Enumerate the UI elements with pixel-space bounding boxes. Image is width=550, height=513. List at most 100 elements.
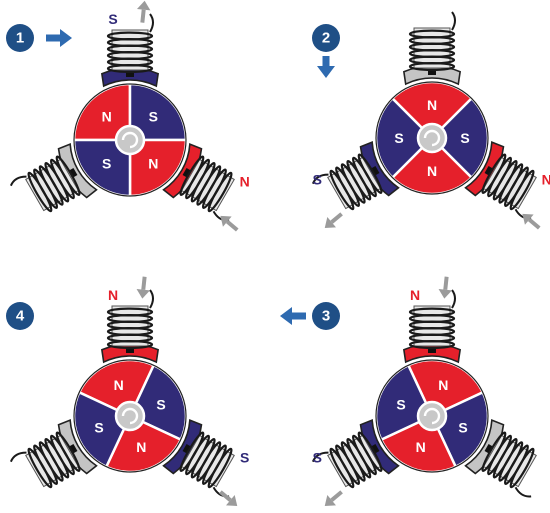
rotor-pole-label: S	[458, 419, 467, 435]
flux-arrow-out	[219, 490, 238, 506]
coil-lead	[451, 11, 456, 31]
step-number-badge: 3	[312, 302, 340, 330]
stator-left	[9, 143, 98, 213]
coil-winding	[55, 155, 81, 196]
stator-right	[464, 419, 537, 498]
coil-winding	[179, 155, 205, 196]
rotor-hub	[416, 400, 448, 432]
rotation-icon	[423, 407, 441, 425]
rotation-icon	[121, 407, 139, 425]
rotation-icon	[121, 131, 139, 149]
pole-notch	[428, 69, 436, 75]
rotor: N S N S	[72, 82, 188, 198]
step-number: 3	[322, 308, 330, 325]
coil-lead	[451, 289, 456, 309]
rotor-pole-label: N	[427, 97, 437, 113]
coil-winding	[106, 340, 154, 350]
stator-pole-label: N	[410, 287, 420, 303]
rotor-rim	[73, 359, 187, 473]
stator-left	[311, 141, 400, 211]
coil-core	[111, 305, 149, 347]
rotor-pole-label: N	[427, 163, 437, 179]
rotor-pole-label: N	[102, 109, 112, 125]
flux-arrow-out	[324, 212, 343, 228]
flux-arrow-in	[136, 276, 150, 299]
rotor-pole-label: S	[149, 109, 158, 125]
pole-notch	[126, 347, 134, 353]
stator-pole-label: S	[313, 172, 322, 188]
step-number: 2	[322, 30, 330, 47]
coil-winding	[179, 431, 205, 472]
coil-lead	[149, 289, 154, 309]
rotor-pole-label: S	[102, 155, 111, 171]
pole-notch	[484, 166, 494, 176]
rotor: N S N S	[374, 358, 490, 474]
step-panel-1: S N N S N S 1	[6, 0, 250, 232]
pole-notch	[182, 444, 192, 454]
flux-arrow-out	[324, 490, 343, 506]
pole-notch	[68, 444, 78, 454]
flux-arrow-in	[438, 276, 452, 299]
rotor-rim	[73, 83, 187, 197]
stator-left	[311, 419, 400, 489]
step-number-badge: 1	[6, 24, 34, 52]
rotation-icon	[423, 129, 441, 147]
pole-notch	[68, 168, 78, 178]
stator-pole-label: N	[542, 172, 550, 188]
rotor-hub	[114, 124, 146, 156]
stator-left	[9, 419, 98, 489]
stator-pole-label: N	[240, 174, 250, 190]
stator-pole-label: S	[108, 11, 117, 27]
rotor: N S N S	[72, 358, 188, 474]
stator-right	[162, 419, 235, 498]
rotor-pole-label: S	[94, 419, 103, 435]
step-panel-3: N S N S N S 3	[280, 276, 537, 506]
flux-arrow-out	[136, 0, 151, 23]
pole-notch	[428, 347, 436, 353]
coil-winding	[357, 431, 383, 472]
rotor-pole-label: N	[416, 439, 426, 455]
rotor-pole-label: N	[114, 377, 124, 393]
coil-core	[111, 29, 149, 71]
rotor-pole-label: N	[148, 155, 158, 171]
step-number-badge: 4	[6, 302, 34, 330]
coil-winding	[408, 340, 456, 350]
coil-winding	[106, 63, 154, 73]
coil-winding	[357, 153, 383, 194]
flux-arrow-in	[220, 215, 239, 232]
rotor-pole-label: S	[460, 130, 469, 146]
rotor-rim	[375, 359, 489, 473]
rotor-pole-label: N	[136, 439, 146, 455]
step-number-badge: 2	[312, 24, 340, 52]
step-panel-2: N S N S N S 2	[311, 11, 550, 230]
coil-winding	[481, 431, 507, 472]
pole-notch	[126, 71, 134, 77]
coil-lead	[514, 486, 532, 498]
pole-notch	[182, 168, 192, 178]
coil-winding	[481, 153, 507, 194]
step-arrow-down-icon	[317, 56, 335, 78]
stator-top	[100, 13, 160, 88]
rotor-pole-label: S	[396, 397, 405, 413]
rotor-pole-label: N	[438, 377, 448, 393]
step-number: 1	[16, 30, 24, 47]
stator-pole-label: S	[313, 450, 322, 466]
pole-notch	[370, 444, 380, 454]
stator-right	[162, 143, 235, 222]
coil-lead	[9, 175, 27, 187]
rotor-hub	[114, 400, 146, 432]
stator-top	[402, 11, 462, 86]
coil-winding	[408, 61, 456, 71]
stator-right	[464, 141, 537, 220]
pole-notch	[370, 166, 380, 176]
flux-arrow-in	[522, 213, 541, 230]
rotor-pole-label: S	[394, 130, 403, 146]
coil-winding	[55, 431, 81, 472]
stator-top	[100, 289, 160, 364]
rotor: N S N S	[374, 80, 490, 196]
rotor-pole-label: S	[156, 397, 165, 413]
coil-lead	[149, 13, 154, 33]
pole-notch	[484, 444, 494, 454]
